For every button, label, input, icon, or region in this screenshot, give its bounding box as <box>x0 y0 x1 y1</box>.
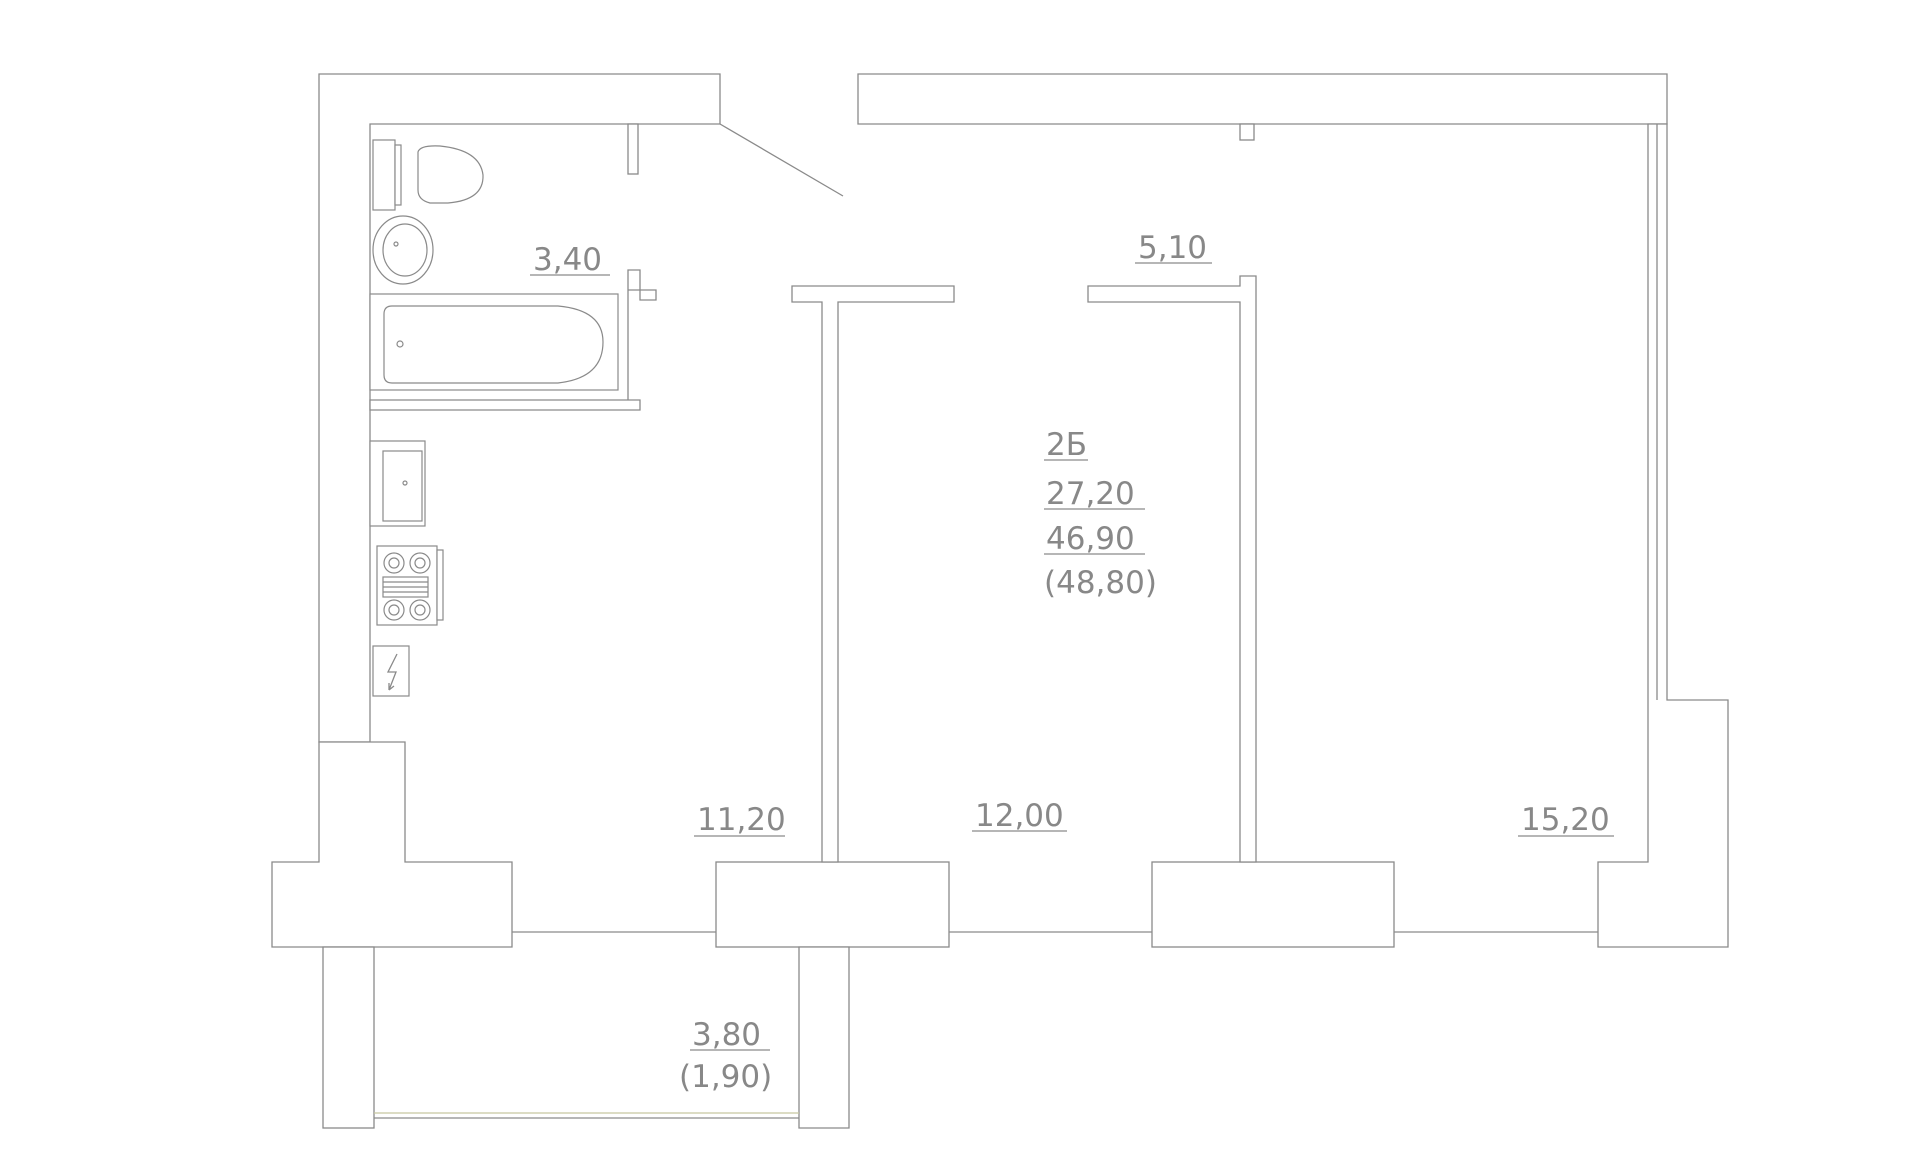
partition-bath <box>369 269 657 411</box>
bathtub-inner <box>383 305 604 384</box>
stove-panel <box>436 549 444 621</box>
washbasin-drain <box>393 241 399 247</box>
label-balcony-area: 3,80 <box>692 1017 761 1053</box>
partition-stub-top-right <box>1239 123 1255 141</box>
toilet-tank-inner <box>394 144 402 206</box>
balcony-wall-left <box>322 946 375 1129</box>
wall-pier-mid-right <box>1151 861 1395 948</box>
stove-burner-3-in <box>388 604 400 616</box>
label-total-area-balcony: (48,80) <box>1044 565 1157 601</box>
label-living-area: 27,20 <box>1046 476 1135 512</box>
kitchen-sink-drain <box>402 480 408 486</box>
kitchen-sink-bowl <box>382 450 423 522</box>
partition-stub-top <box>627 123 639 175</box>
washbasin-inner <box>382 223 428 277</box>
label-apartment-type: 2Б <box>1046 427 1087 463</box>
stove-burner-2-in <box>414 557 426 569</box>
stove-burner-4-in <box>414 604 426 616</box>
wall-right <box>1597 123 1729 948</box>
label-hall-area: 5,10 <box>1138 230 1207 266</box>
label-kitchen-area: 11,20 <box>697 802 786 838</box>
bathtub-drain <box>396 340 404 348</box>
label-balcony-reduced: (1,90) <box>679 1059 772 1095</box>
partition-rooms <box>1087 275 1257 863</box>
walls <box>271 73 1729 1129</box>
toilet-tank-icon <box>372 139 396 211</box>
label-bathroom-area: 3,40 <box>533 242 602 278</box>
entrance-door-swing <box>719 123 844 197</box>
labels: 3,40 5,10 2Б 27,20 46,90 (48,80) 11,20 1… <box>530 230 1614 1095</box>
wall-pier-mid-left <box>715 861 950 948</box>
wall-top-right <box>857 73 1668 125</box>
partition-kitchen-room <box>791 285 955 863</box>
lightning-icon <box>386 653 398 691</box>
label-room-middle-area: 12,00 <box>975 798 1064 834</box>
label-total-area: 46,90 <box>1046 521 1135 557</box>
balcony-wall-right <box>798 946 850 1129</box>
label-room-right-area: 15,20 <box>1521 802 1610 838</box>
wall-pier-left <box>271 741 513 948</box>
toilet-icon <box>417 145 484 204</box>
fixtures <box>369 139 619 697</box>
stove-burner-1-in <box>388 557 400 569</box>
